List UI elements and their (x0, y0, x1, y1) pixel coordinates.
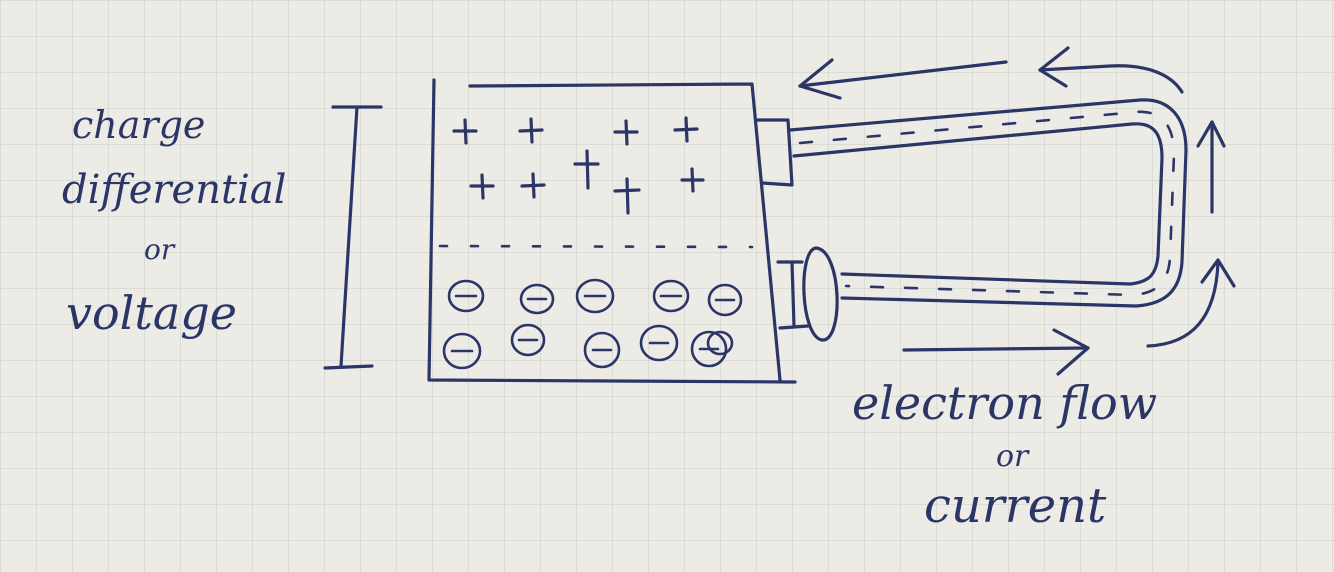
label-charge: charge (72, 103, 206, 147)
bottom-terminal-post (776, 260, 810, 330)
wire-loop (788, 98, 1188, 308)
label-current: current (924, 478, 1107, 534)
label-electron-flow: electron flow (852, 376, 1158, 430)
plus-charge (673, 116, 699, 143)
minus-charge (652, 279, 690, 313)
arrow-top-curved (1038, 46, 1184, 94)
arrow-bottom-right-curved (1146, 258, 1236, 348)
top-terminal (756, 118, 794, 187)
minus-charge (447, 279, 485, 313)
minus-charge (583, 331, 621, 369)
plus-charge (452, 118, 478, 145)
positive-charges (452, 116, 705, 215)
minus-charge (706, 330, 734, 356)
arrow-top-left (798, 58, 1008, 100)
minus-charge (707, 283, 743, 317)
plus-charge (680, 167, 705, 193)
minus-charge (575, 278, 615, 314)
minus-charge (510, 323, 546, 357)
plus-charge (573, 149, 600, 190)
minus-charge (519, 283, 555, 315)
plus-charge (518, 117, 544, 144)
label-differential: differential (62, 167, 287, 213)
arrow-right-up (1196, 120, 1226, 214)
bottom-terminal-cap (802, 246, 839, 342)
plus-charge (613, 119, 639, 146)
plus-charge (520, 172, 546, 199)
label-or-right: or (996, 439, 1029, 474)
minus-charge (639, 324, 679, 362)
minus-charge (442, 332, 482, 370)
battery-container (427, 78, 797, 384)
voltage-bracket (323, 105, 383, 370)
negative-charges (442, 278, 743, 370)
plus-charge (469, 173, 495, 200)
label-or-left: or (144, 233, 175, 266)
label-voltage: voltage (66, 286, 237, 340)
separator-line (438, 244, 754, 249)
plus-charge (613, 177, 641, 215)
arrow-bottom (902, 328, 1090, 376)
